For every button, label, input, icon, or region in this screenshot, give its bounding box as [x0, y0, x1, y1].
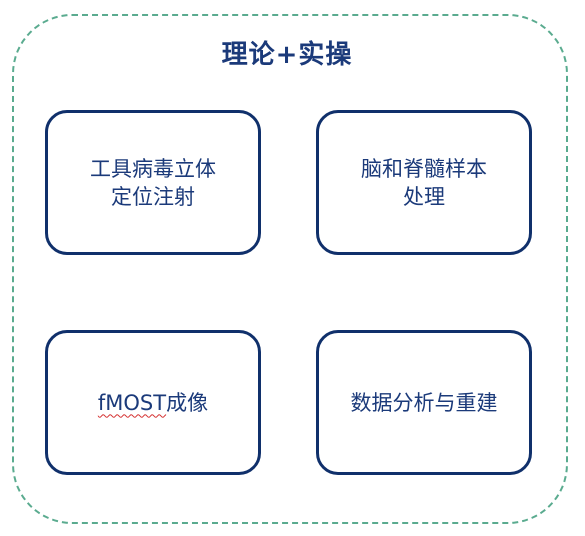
box-fmost-imaging: fMOST成像 — [45, 330, 261, 475]
box-sample-processing-label: 脑和脊髓样本 处理 — [361, 156, 487, 209]
diagram-title: 理论+实操 — [221, 40, 353, 70]
imaging-term: 成像 — [166, 390, 209, 415]
outer-dashed-frame — [12, 14, 568, 524]
box-sample-processing: 脑和脊髓样本 处理 — [316, 110, 532, 255]
fmost-term: fMOST — [97, 390, 167, 415]
box-data-analysis-label: 数据分析与重建 — [350, 390, 498, 415]
box-fmost-imaging-label: fMOST成像 — [98, 389, 208, 417]
box-data-analysis: 数据分析与重建 — [316, 330, 532, 475]
box-virus-injection-label: 工具病毒立体 定位注射 — [90, 156, 216, 209]
box-virus-injection: 工具病毒立体 定位注射 — [45, 110, 261, 255]
